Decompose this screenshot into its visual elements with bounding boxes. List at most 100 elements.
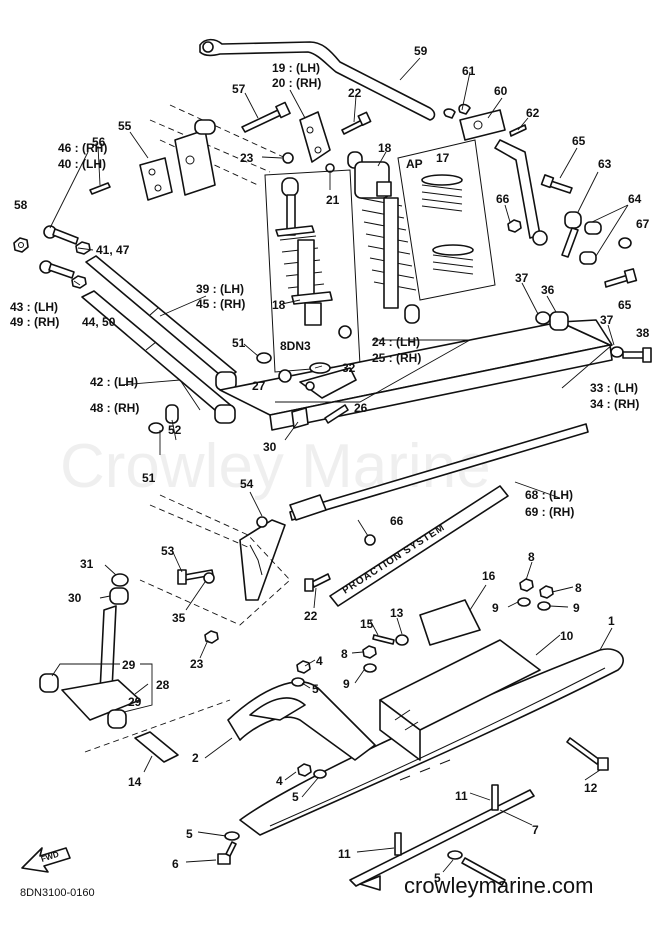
link-24-25: [299, 362, 357, 399]
callout-65-lower: 65: [618, 298, 632, 312]
linkage-64: [561, 211, 602, 265]
callout-5-mid: 5: [292, 790, 299, 804]
shock-absorber-8dn3: [275, 177, 352, 339]
pin-14: [134, 731, 179, 763]
callout-55: 55: [118, 119, 132, 133]
decal-text: PROACTION SYSTEM: [341, 522, 448, 597]
callout-23: 23: [240, 151, 254, 165]
callout-24: 24 : (LH): [372, 335, 420, 349]
washer-51-lower: [148, 422, 164, 434]
nut-27: [278, 369, 292, 383]
watermark-text: Crowley Marine: [60, 432, 491, 501]
callout-4-lower: 4: [276, 774, 283, 788]
bolt-38: [622, 347, 652, 363]
callout-68: 68 : (LH): [525, 488, 573, 502]
callout-20: 20 : (RH): [272, 76, 321, 90]
pin-62: [509, 124, 527, 137]
callout-17: 17: [436, 151, 450, 165]
box-ap: [397, 139, 496, 301]
callout-63: 63: [598, 157, 612, 171]
callout-9-right: 9: [573, 601, 580, 615]
shock-bracket: [282, 111, 335, 173]
callout-19: 19 : (LH): [272, 61, 320, 75]
callout-8-top: 8: [528, 550, 535, 564]
washer-51-upper: [256, 352, 272, 364]
callout-40: 40 : (LH): [58, 157, 106, 171]
callout-28: 28: [156, 678, 170, 692]
bushing-29-left: [39, 673, 59, 693]
mount-dash-line: [149, 119, 271, 173]
callout-5-lower: 5: [186, 827, 193, 841]
link-rod-63: [494, 139, 548, 246]
bracket-60: [459, 109, 506, 141]
damper-16: [419, 599, 481, 646]
callout-43: 43 : (LH): [10, 300, 58, 314]
nut-4-lower: [297, 763, 312, 777]
rod-end-upper: [43, 225, 79, 245]
bolt-57: [241, 101, 291, 133]
callout-30-lower: 30: [68, 591, 82, 605]
callout-12: 12: [584, 781, 598, 795]
washer-5-mid: [313, 769, 327, 779]
callout-59: 59: [414, 44, 428, 58]
callout-61: 61: [462, 64, 476, 78]
nut-8-left: [362, 645, 377, 659]
callout-51: 51: [232, 336, 246, 350]
bolt-12: [566, 737, 609, 771]
shock-absorber-main: [347, 151, 420, 324]
callout-57: 57: [232, 82, 246, 96]
ski-saddle-10: [379, 639, 541, 761]
bolt-6: [217, 841, 237, 865]
runner-7: [349, 789, 535, 891]
bolt-26: [324, 404, 349, 424]
callout-41-47: 41, 47: [96, 243, 130, 257]
washer-37-right: [610, 346, 624, 358]
callout-48: 48 : (RH): [90, 401, 139, 415]
nut-23-lower: [204, 630, 219, 644]
callout-18: 18: [378, 141, 392, 155]
front-bracket: [139, 119, 216, 201]
callout-26: 26: [354, 401, 368, 415]
callout-60: 60: [494, 84, 508, 98]
callout-52: 52: [168, 423, 182, 437]
washer-31: [111, 573, 129, 587]
bolt-65-upper: [540, 174, 573, 194]
callout-27: 27: [252, 379, 266, 393]
callout-51-lower: 51: [142, 471, 156, 485]
callout-4-upper: 4: [316, 654, 323, 668]
callout-64: 64: [628, 192, 642, 206]
bushing-29-right: [107, 709, 127, 729]
bolt-65-lower: [604, 268, 638, 288]
callout-29-left: 29: [122, 658, 136, 672]
washer-5-upper: [291, 677, 305, 687]
callout-58: 58: [14, 198, 28, 212]
nut-66-upper: [507, 219, 522, 233]
callout-11-left: 11: [338, 847, 351, 861]
stabilizer-bar: [199, 38, 436, 121]
clip-61: [443, 103, 471, 119]
front-arm-upper: [85, 255, 237, 381]
washer-9-left: [363, 663, 377, 673]
callout-7: 7: [532, 823, 539, 837]
callout-66-lower: 66: [390, 514, 404, 528]
washer-9-right: [537, 601, 551, 611]
callout-62: 62: [526, 106, 540, 120]
spacer-52: [165, 404, 179, 424]
washer-13: [395, 634, 409, 646]
callout-66: 66: [496, 192, 510, 206]
front-column: [239, 494, 327, 601]
callout-65: 65: [572, 134, 586, 148]
callout-9-top: 9: [492, 601, 499, 615]
nut-58: [13, 237, 29, 253]
bolt-5-right: [461, 857, 506, 886]
leader-lines: [49, 57, 629, 873]
callout-37-right: 37: [600, 313, 614, 327]
website-text: crowleymarine.com: [404, 873, 594, 898]
callout-30: 30: [263, 440, 277, 454]
bolt-22-upper: [341, 111, 372, 135]
callouts: 59 61 60 62 65 63 19 : (LH) 20 : (RH) 22…: [10, 44, 650, 885]
callout-39: 39 : (LH): [196, 282, 244, 296]
callout-1: 1: [608, 614, 615, 628]
callout-34: 34 : (RH): [590, 397, 639, 411]
